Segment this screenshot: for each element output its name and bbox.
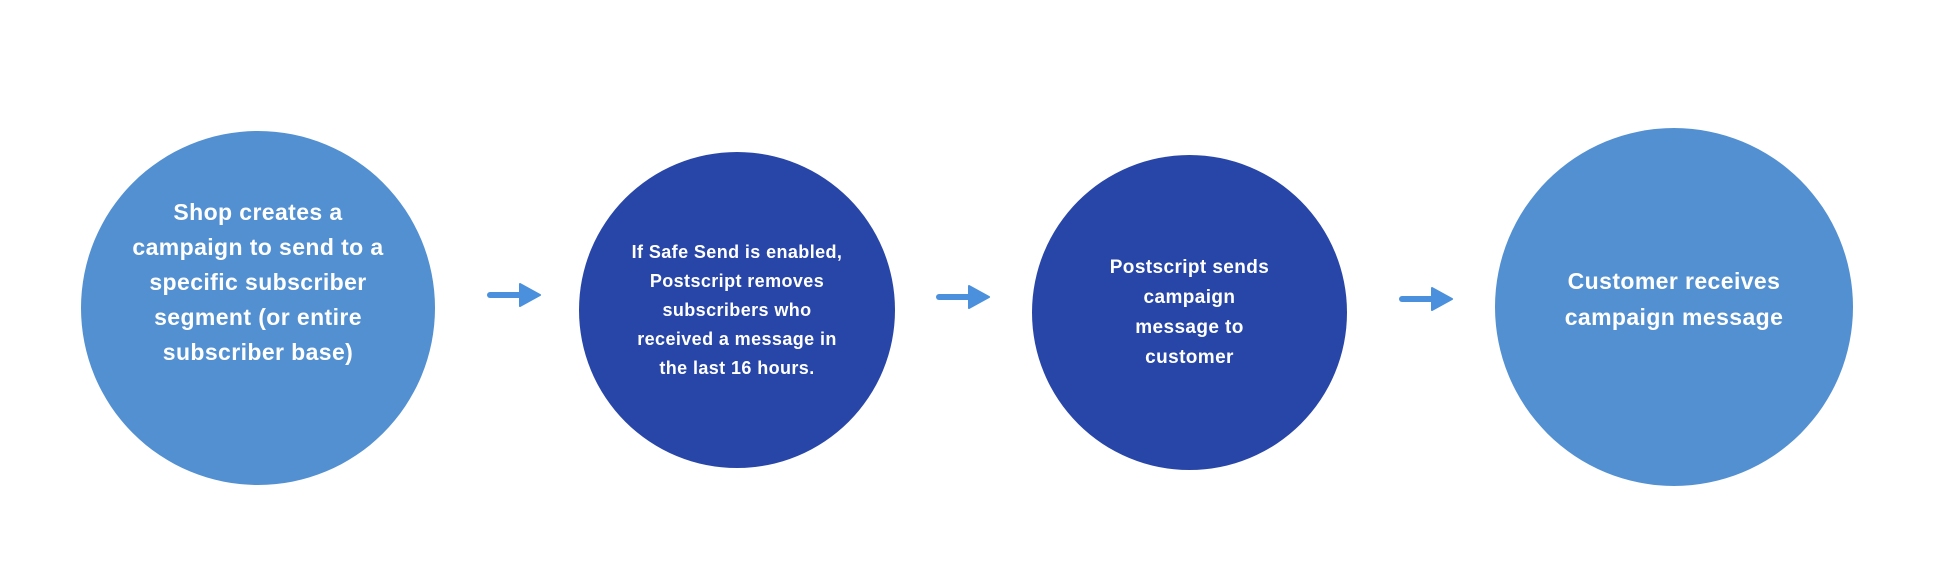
- flow-arrow-2: [936, 285, 990, 309]
- step-3-circle: Postscript sends campaign message to cus…: [1032, 155, 1347, 470]
- step-3-label: Postscript sends campaign message to cus…: [1109, 256, 1270, 368]
- step-1-circle: Shop creates a campaign to send to a spe…: [81, 131, 435, 485]
- flow-arrow-1: [487, 283, 541, 307]
- arrow-right-icon: [1399, 287, 1453, 311]
- arrow-right-icon: [936, 285, 990, 309]
- step-2-circle: If Safe Send is enabled, Postscript remo…: [579, 152, 895, 468]
- step-2-label: If Safe Send is enabled, Postscript remo…: [631, 241, 843, 378]
- flow-arrow-3: [1399, 287, 1453, 311]
- step-4-label: Customer receives campaign message: [1564, 268, 1784, 330]
- step-4-circle: Customer receives campaign message: [1495, 128, 1853, 486]
- arrow-right-icon: [487, 283, 541, 307]
- step-1-label: Shop creates a campaign to send to a spe…: [132, 198, 384, 365]
